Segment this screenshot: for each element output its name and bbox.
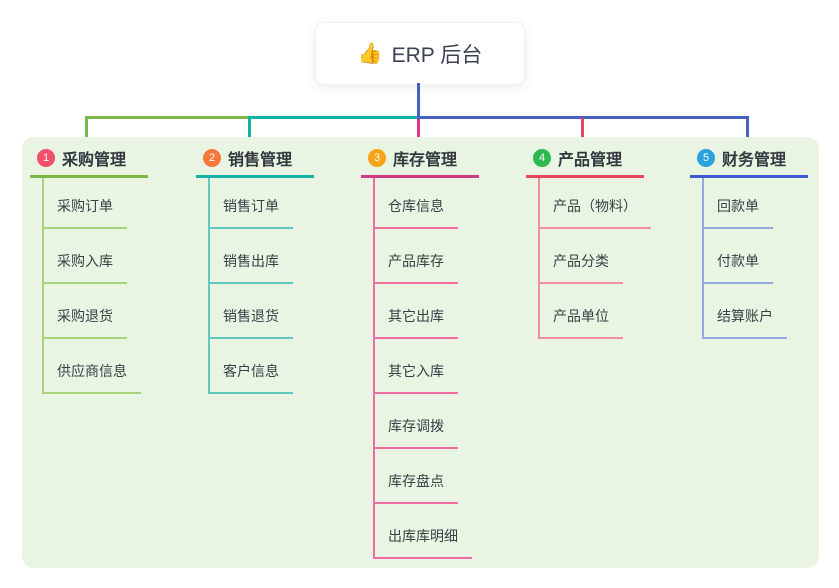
mindmap-item-label[interactable]: 销售订单 xyxy=(210,196,293,229)
mindmap-item: 付款单 xyxy=(704,229,839,284)
branch-column-3: 3 库存管理 仓库信息 产品库存 其它出库 其它入库 库存调拨 库存盘点 出库库… xyxy=(361,147,521,559)
branch-column-2: 2 销售管理 销售订单 销售出库 销售退货 客户信息 xyxy=(196,147,356,394)
mindmap-item-label[interactable]: 销售退货 xyxy=(210,306,293,339)
branch-title: 采购管理 xyxy=(62,152,127,169)
branch-number-badge: 5 xyxy=(697,149,715,167)
branch-node-1[interactable]: 1 采购管理 xyxy=(30,147,148,178)
connector-drop-branch3 xyxy=(416,119,420,148)
mindmap-item: 结算账户 xyxy=(704,284,839,339)
mindmap-item: 出库库明细 xyxy=(375,504,521,559)
mindmap-item-label[interactable]: 采购入库 xyxy=(44,251,127,284)
mindmap-item-label[interactable]: 客户信息 xyxy=(210,361,293,394)
branch-number-badge: 1 xyxy=(37,149,55,167)
branch-column-5: 5 财务管理 回款单 付款单 结算账户 xyxy=(690,147,839,339)
mindmap-item: 客户信息 xyxy=(210,339,356,394)
mindmap-item-label[interactable]: 采购退货 xyxy=(44,306,127,339)
mindmap-item-label[interactable]: 产品库存 xyxy=(375,251,458,284)
branch-items: 仓库信息 产品库存 其它出库 其它入库 库存调拨 库存盘点 出库库明细 xyxy=(373,178,521,559)
mindmap-item-label[interactable]: 供应商信息 xyxy=(44,361,141,394)
mindmap-canvas xyxy=(22,137,819,568)
mindmap-item: 销售出库 xyxy=(210,229,356,284)
mindmap-item-label[interactable]: 产品单位 xyxy=(540,306,623,339)
connector-drop-branch5 xyxy=(745,118,749,148)
branch-node-2[interactable]: 2 销售管理 xyxy=(196,147,314,178)
mindmap-item-label[interactable]: 库存盘点 xyxy=(375,471,458,504)
branch-node-4[interactable]: 4 产品管理 xyxy=(526,147,644,178)
thumbs-up-icon: 👍 xyxy=(357,43,383,65)
branch-title: 财务管理 xyxy=(722,152,787,169)
connector-horizontal-blue xyxy=(416,116,749,119)
mindmap-item: 其它出库 xyxy=(375,284,521,339)
root-node-title: ERP 后台 xyxy=(391,43,483,67)
mindmap-item: 供应商信息 xyxy=(44,339,190,394)
root-node-erp[interactable]: 👍 ERP 后台 xyxy=(315,22,525,85)
mindmap-item-label[interactable]: 仓库信息 xyxy=(375,196,458,229)
branch-number-badge: 3 xyxy=(368,149,386,167)
mindmap-item-label[interactable]: 其它出库 xyxy=(375,306,458,339)
mindmap-item: 产品（物料） xyxy=(540,178,686,229)
connector-root-drop xyxy=(416,83,420,116)
mindmap-item-label[interactable]: 销售出库 xyxy=(210,251,293,284)
mindmap-item: 其它入库 xyxy=(375,339,521,394)
mindmap-item-label[interactable]: 产品（物料） xyxy=(540,196,651,229)
branch-items: 产品（物料） 产品分类 产品单位 xyxy=(538,178,686,339)
mindmap-item: 销售订单 xyxy=(210,178,356,229)
mindmap-item: 采购订单 xyxy=(44,178,190,229)
mindmap-item: 采购退货 xyxy=(44,284,190,339)
branch-column-4: 4 产品管理 产品（物料） 产品分类 产品单位 xyxy=(526,147,686,339)
branch-number-badge: 4 xyxy=(533,149,551,167)
mindmap-item: 采购入库 xyxy=(44,229,190,284)
branch-column-1: 1 采购管理 采购订单 采购入库 采购退货 供应商信息 xyxy=(30,147,190,394)
branch-items: 销售订单 销售出库 销售退货 客户信息 xyxy=(208,178,356,394)
branch-title: 销售管理 xyxy=(228,152,293,169)
mindmap-item-label[interactable]: 结算账户 xyxy=(704,306,787,339)
mindmap-item: 产品单位 xyxy=(540,284,686,339)
mindmap-item-label[interactable]: 付款单 xyxy=(704,251,773,284)
branch-items: 采购订单 采购入库 采购退货 供应商信息 xyxy=(42,178,190,394)
branch-number-badge: 2 xyxy=(203,149,221,167)
branch-node-5[interactable]: 5 财务管理 xyxy=(690,147,808,178)
connector-drop-branch1 xyxy=(84,118,88,148)
mindmap-item: 产品库存 xyxy=(375,229,521,284)
mindmap-item-label[interactable]: 产品分类 xyxy=(540,251,623,284)
mindmap-item-label[interactable]: 采购订单 xyxy=(44,196,127,229)
mindmap-item: 库存调拨 xyxy=(375,394,521,449)
mindmap-item-label[interactable]: 回款单 xyxy=(704,196,773,229)
branch-items: 回款单 付款单 结算账户 xyxy=(702,178,839,339)
connector-horizontal-green xyxy=(84,116,251,119)
connector-horizontal-teal xyxy=(247,116,420,119)
mindmap-item: 回款单 xyxy=(704,178,839,229)
branch-title: 产品管理 xyxy=(558,152,623,169)
connector-drop-branch2 xyxy=(247,118,251,148)
connector-drop-branch4 xyxy=(580,118,584,148)
mindmap-item: 库存盘点 xyxy=(375,449,521,504)
mindmap-item: 仓库信息 xyxy=(375,178,521,229)
mindmap-item-label[interactable]: 出库库明细 xyxy=(375,526,472,559)
mindmap-item-label[interactable]: 其它入库 xyxy=(375,361,458,394)
branch-title: 库存管理 xyxy=(393,152,458,169)
mindmap-item-label[interactable]: 库存调拨 xyxy=(375,416,458,449)
mindmap-item: 销售退货 xyxy=(210,284,356,339)
mindmap-item: 产品分类 xyxy=(540,229,686,284)
branch-node-3[interactable]: 3 库存管理 xyxy=(361,147,479,178)
